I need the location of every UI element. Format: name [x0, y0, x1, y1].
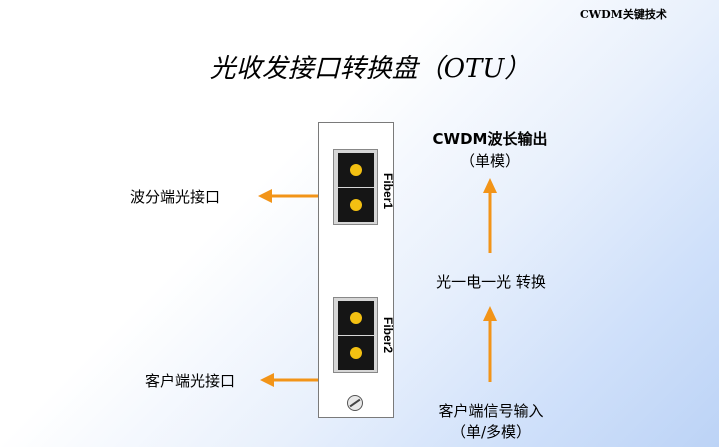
output-arrowhead — [483, 178, 497, 193]
fiber1-port-group — [333, 149, 378, 225]
wdm-port-arrowhead — [258, 189, 272, 203]
fiber2-port-top — [338, 301, 374, 335]
input-arrowhead — [483, 306, 497, 321]
client-input-mode: （单/多模） — [450, 423, 532, 441]
fiber1-label: Fiber1 — [381, 173, 395, 210]
otu-card: Fiber1 Fiber2 — [318, 122, 395, 418]
cwdm-output-label: CWDM波长输出 — [432, 130, 548, 148]
client-port-arrowhead — [260, 373, 274, 387]
fiber2-port-bottom — [338, 336, 374, 370]
conversion-label: 光一电一光 转换 — [436, 273, 546, 291]
fiber2-port-group — [333, 297, 378, 373]
slide-title: 光收发接口转换盘（OTU） — [209, 54, 531, 84]
header-tag: CWDM关键技术 — [580, 8, 667, 21]
client-port-label: 客户端光接口 — [145, 372, 236, 390]
client-input-label: 客户端信号输入 — [438, 402, 544, 420]
fiber1-port-bottom — [338, 188, 374, 222]
fiber1-port-top — [338, 153, 374, 187]
cwdm-output-mode: （单模） — [459, 152, 520, 170]
wdm-port-label: 波分端光接口 — [130, 188, 221, 206]
screw-icon — [347, 395, 363, 411]
fiber2-label: Fiber2 — [381, 317, 395, 354]
